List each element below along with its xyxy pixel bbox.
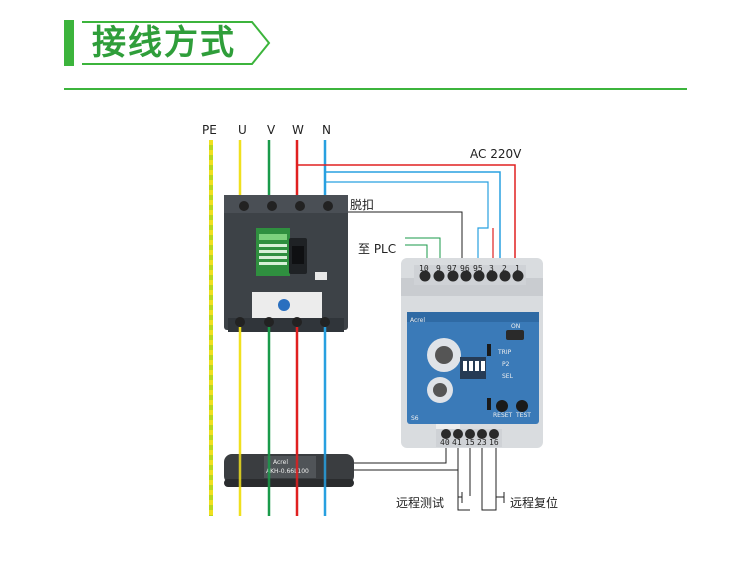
terminal-40: 40 [440, 438, 450, 447]
ct-model: AKH-0.66L100 [266, 468, 309, 475]
label-w: W [292, 123, 304, 137]
relay-p2-label: P2 [502, 361, 510, 368]
label-remote-test: 远程测试 [396, 495, 444, 510]
relay-sel-label: SEL [502, 373, 514, 380]
terminal-10: 10 [419, 264, 429, 273]
circuit-breaker [224, 195, 348, 332]
label-trip: 脱扣 [350, 197, 374, 212]
residual-current-relay: Acrel ON TRIP P2 SEL RESET TEST S6 [401, 258, 543, 448]
terminal-96: 96 [460, 264, 470, 273]
ct-brand: Acrel [273, 459, 288, 466]
relay-sn-label: S6 [411, 415, 419, 422]
terminal-95: 95 [473, 264, 483, 273]
terminal-9: 9 [436, 264, 441, 273]
wire-trip-n [325, 181, 489, 258]
title-divider [64, 88, 687, 90]
terminal-41: 41 [452, 438, 462, 447]
title-accent-bar [64, 20, 74, 66]
relay-brand: Acrel [410, 317, 425, 324]
relay-test-label: TEST [515, 412, 531, 419]
relay-trip-label: TRIP [497, 349, 512, 356]
title-chevron-frame [82, 21, 271, 65]
relay-on-label: ON [511, 323, 520, 330]
terminal-1: 1 [515, 264, 520, 273]
terminal-3: 3 [489, 264, 494, 273]
terminal-97: 97 [447, 264, 457, 273]
wire-supply-l [297, 164, 516, 258]
wire-plc-b [405, 244, 428, 258]
wire-pe [209, 140, 213, 516]
wire-trip-signal [310, 211, 463, 258]
wire-ct-a [354, 444, 447, 464]
terminal-23: 23 [477, 438, 487, 447]
label-u: U [238, 123, 247, 137]
label-plc: 至 PLC [358, 242, 396, 256]
wire-supply-n [325, 171, 501, 258]
page-title: 接线方式 [92, 23, 236, 63]
relay-reset-label: RESET [493, 412, 513, 419]
terminal-15: 15 [465, 438, 475, 447]
wire-plc-a [405, 237, 441, 258]
current-transformer: Acrel AKH-0.66L100 [224, 454, 354, 487]
label-pe: PE [202, 123, 217, 137]
relay-bottom-terminal-block: 40 41 15 23 16 [436, 429, 502, 447]
label-supply: AC 220V [470, 147, 522, 161]
terminal-2: 2 [502, 264, 507, 273]
relay-top-terminal-block: 10 9 97 96 95 3 2 1 [414, 264, 526, 285]
section-title: 接线方式 [64, 12, 279, 72]
terminal-16: 16 [489, 438, 499, 447]
label-n: N [322, 123, 331, 137]
label-v: V [267, 123, 276, 137]
label-remote-reset: 远程复位 [510, 495, 558, 510]
